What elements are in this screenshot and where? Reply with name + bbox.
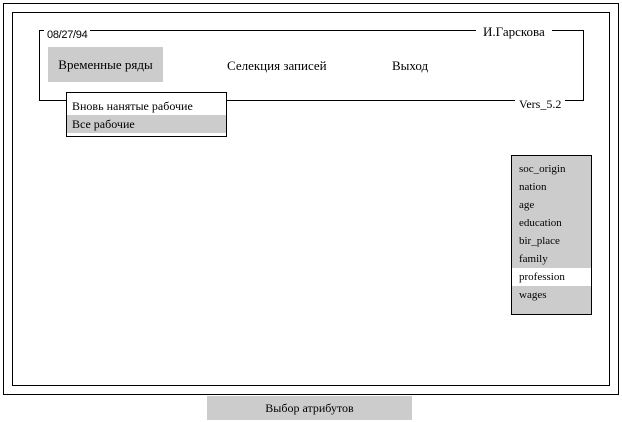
menu-item-record-selection[interactable]: Селекция записей [227,58,327,74]
attribute-item-soc-origin[interactable]: soc_origin [519,163,566,175]
menu-item-time-series[interactable]: Временные ряды [48,47,163,82]
menu-item-label: Выход [392,58,429,73]
main-menu-box [39,30,584,101]
attribute-item-nation[interactable]: nation [519,181,547,193]
attribute-item-profession[interactable]: profession [512,268,591,286]
dropdown-item-all-workers[interactable]: Все рабочие [67,115,226,133]
attribute-item-wages[interactable]: wages [519,289,547,301]
menu-item-label: Селекция записей [227,58,327,73]
date-label: 08/27/94 [44,28,91,42]
dropdown-item-new-hired-workers[interactable]: Вновь нанятые рабочие [72,99,193,113]
attribute-item-age[interactable]: age [519,199,535,211]
attribute-item-bir-place[interactable]: bir_place [519,235,560,247]
menu-item-exit[interactable]: Выход [392,58,428,74]
version-label: Vers_5.2 [515,97,566,111]
menu-item-label: Временные ряды [58,56,153,72]
status-bar: Выбор атрибутов [207,396,412,420]
author-label: И.Гарскова [476,24,552,40]
inner-frame [12,12,610,386]
outer-frame [3,3,619,395]
submenu-dropdown: Вновь нанятые рабочие Все рабочие [66,92,227,137]
attribute-item-education[interactable]: education [519,217,562,229]
attribute-list: soc_origin nation age education bir_plac… [511,155,592,315]
status-label: Выбор атрибутов [265,400,354,415]
attribute-item-family[interactable]: family [519,253,548,265]
